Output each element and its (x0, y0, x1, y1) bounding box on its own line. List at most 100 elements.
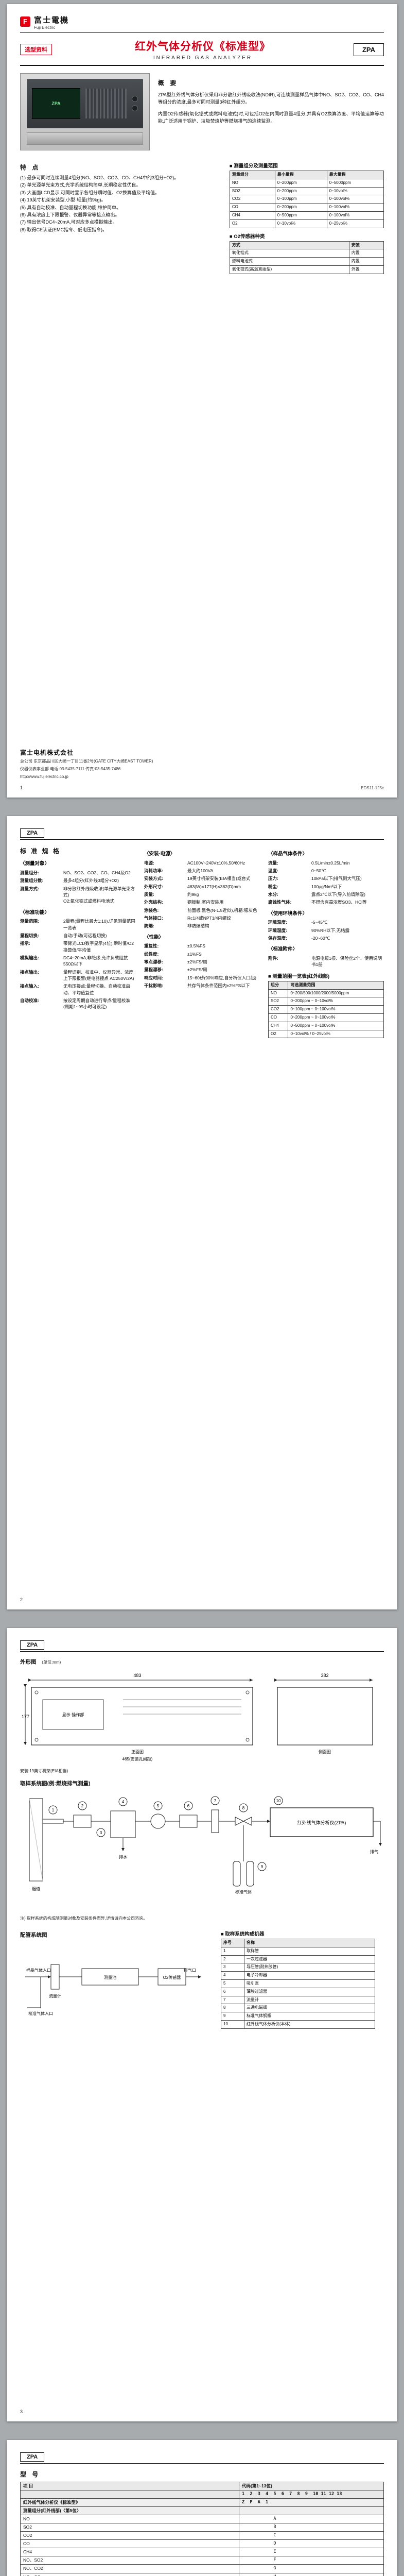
feature-item: (7) 输出信号DC4~20mA,可对应多点模拟输出。 (20, 219, 117, 225)
component-table: 序号 名称 1 取样管 2 一次过滤器 3 导压管(耐热胶管) 4 (221, 1939, 375, 2029)
table-row: 5 吸引泵 (221, 1979, 375, 1988)
spec-value: 19英寸机架安装(EIA相当)或台式 (187, 876, 251, 882)
spec-item: 测量范围: 2量程(量程比最大1:10),详见测量范围一览表 (20, 918, 136, 931)
cell: 流量计 (244, 1995, 375, 2005)
spec-item: 干扰影响: 共存气体条件范围内±2%FS以下 (144, 982, 260, 989)
svg-text:4: 4 (122, 1800, 125, 1804)
table-row: CO 0~200ppm 0~100vol% (229, 203, 384, 212)
spec-item: 测量方式: 非分散红外线吸收法(单光源单光束方式) O2:氧化锆式或燃料电池式 (20, 886, 136, 905)
spec-item: 指示: 带背光LCD数字显示(4位),瞬时值/O2换算值/平均值 (20, 940, 136, 953)
code-value: H (239, 2572, 384, 2576)
cell: 0~200ppm (274, 178, 327, 188)
spec-item: 电源: AC100V~240V±10%,50/60Hz (144, 860, 260, 866)
spec-value: -20~60℃ (311, 936, 330, 941)
cell: 0~200ppm ~ 0~100vol% (288, 1013, 384, 1022)
spec-item: 模拟输出: DC4~20mA,非绝缘,允许负载阻抗550Ω以下 (20, 955, 136, 968)
doc-number: EDS11-125c (361, 786, 384, 790)
brand-header: F 富士電機 Fuji Electric (20, 16, 384, 33)
company-name: 富士电机株式会社 (20, 749, 74, 756)
range-table: 测量组分 最小量程 最大量程 NO 0~200ppm 0~5000ppm SO2… (229, 171, 384, 228)
code-row: CH4 E (20, 2548, 384, 2557)
table-row: O2 0~10vol% 0~25vol% (229, 219, 384, 228)
spec-label: 量程切换: (20, 933, 39, 939)
page-number: 3 (20, 2409, 23, 2414)
code-item-label: NO (20, 2515, 239, 2524)
doc-type-label: 选型资料 (20, 44, 52, 55)
sampling-flow-diagram: 烟道 1 2 3 4 排水 5 6 7 (29, 1796, 382, 1894)
document-title-en: INFRARED GAS ANALYZER (153, 55, 253, 61)
spec-label: 气体接口: (144, 915, 163, 921)
cell: 0~100ppm (274, 195, 327, 204)
spec-item: 安装方式: 19英寸机架安装(EIA相当)或台式 (144, 875, 260, 882)
company-footer: 富士电机株式会社 总公司 东京都品川区大崎一丁目11番2号(GATE CITY大… (20, 748, 153, 780)
code-row: NO、CO2 G (20, 2564, 384, 2573)
spec-item: 〈使用环境条件〉 (268, 910, 384, 918)
spec-item: 量程漂移: ±2%FS/周 (144, 967, 260, 973)
svg-text:465(安装孔间距): 465(安装孔间距) (122, 1756, 153, 1761)
cell: O2 (268, 1029, 289, 1039)
spec-value: ±2%FS/周 (187, 967, 207, 973)
cell: 1 (221, 1946, 244, 1956)
component-table-title: ■ 取样系统构成机器 (221, 1931, 265, 1937)
spec-item: 外形尺寸: 483(W)×177(H)×382(D)mm (144, 884, 260, 890)
cell: CH4 (229, 211, 275, 220)
company-address: 总公司 东京都品川区大崎一丁目11番2号(GATE CITY大崎EAST TOW… (20, 759, 153, 764)
overview-heading: 概 要 (158, 79, 179, 87)
spec-item: 腐蚀性气体: 不得含有高浓度SO3、HCl等 (268, 899, 384, 905)
spec-item: 〈标准附件〉 (268, 946, 384, 953)
spec-label: 测量组分: (20, 870, 39, 876)
spec-label: 压力: (268, 876, 278, 882)
col-header: 可选测量范围 (288, 980, 384, 990)
spec-label: 环境温度: (268, 920, 287, 925)
overview-paragraph: ZPA型红外线气体分析仪采用非分散红外线吸收法(NDIR),可连续测量样品气体中… (158, 92, 384, 105)
spec-label: 量程漂移: (144, 967, 163, 973)
page-2: ZPA 标 准 规 格 〈测量对象〉 测量组分: NO、SO2、CO2、CO、C… (7, 816, 397, 1609)
cell: 氧化锆式 (229, 249, 349, 258)
spec-label: 响应时间: (144, 975, 163, 980)
svg-text:7: 7 (214, 1799, 217, 1803)
spec-value: 0~50℃ (311, 868, 326, 874)
spec-value: 钢板制,室内安装用 (187, 900, 224, 905)
code-row: NO、SO2 F (20, 2556, 384, 2565)
svg-text:1: 1 (52, 1808, 55, 1812)
spec-item: 温度: 0~50℃ (268, 868, 384, 874)
outline-heading: 外形图 (单位:mm) (20, 1659, 61, 1665)
col-header: 测量组分 (229, 171, 275, 179)
spec-label: 附件: (268, 956, 278, 961)
page-header: ZPA (20, 1640, 384, 1652)
knob-icon (132, 96, 138, 102)
svg-text:显示·操作部: 显示·操作部 (62, 1712, 84, 1717)
cell: 外置 (348, 265, 384, 274)
svg-text:9: 9 (261, 1865, 264, 1869)
svg-text:侧面图: 侧面图 (319, 1749, 331, 1754)
spec-value: Rc1/4或NPT1/4内螺纹 (187, 915, 232, 921)
company-url: http://www.fujielectric.co.jp (20, 774, 68, 779)
spec-value: AC100V~240V±10%,50/60Hz (187, 860, 245, 866)
svg-text:排水: 排水 (119, 1854, 127, 1859)
spec-item: 测量组分: NO、SO2、CO2、CO、CH4及O2 (20, 870, 136, 876)
spec-label: 流量: (268, 860, 278, 866)
range-list-title: ■ 测量范围一览表(红外线部) (268, 973, 330, 979)
cell: 4 (221, 1971, 244, 1980)
spec-item: 响应时间: 15~60秒(90%响应,自分析仪入口起) (144, 975, 260, 981)
cell: 10 (221, 2020, 244, 2029)
spec-value: 483(W)×177(H)×382(D)mm (187, 884, 241, 889)
cell: 0~100vol% (326, 211, 384, 220)
svg-text:样品气体入口: 样品气体入口 (26, 1968, 51, 1973)
cell: 0~5000ppm (326, 178, 384, 188)
spec-label: 安装方式: (144, 876, 163, 882)
feature-item: (2) 单光源单光束方式,光学系统结构简单,长期稳定性优良。 (20, 182, 141, 188)
spec-label: 指示: (20, 941, 30, 946)
table-row: NO 0~200/500/1000/2000/5000ppm (268, 989, 384, 998)
spec-label: 外壳结构: (144, 900, 163, 905)
spec-value: 15~60秒(90%响应,自分析仪入口起) (187, 975, 256, 980)
page-header-model: ZPA (20, 828, 45, 838)
spec-value: 2量程(量程比最大1:10),详见测量范围一览表 (63, 919, 135, 930)
features-list: (1) 最多可同时连续测量4组分(NO、SO2、CO2、CO、CH4中的3组分+… (20, 174, 220, 233)
cell: 0~200ppm ~ 0~10vol% (288, 997, 384, 1006)
cell: 取样管 (244, 1946, 375, 1956)
cell: 氧化锆式(高温直插型) (229, 265, 349, 274)
code-item-label: 红外线气体分析仪《标准型》 (20, 2498, 239, 2507)
cell: 0~500ppm ~ 0~100vol% (288, 1021, 384, 1030)
cell: 0~100vol% (326, 195, 384, 204)
